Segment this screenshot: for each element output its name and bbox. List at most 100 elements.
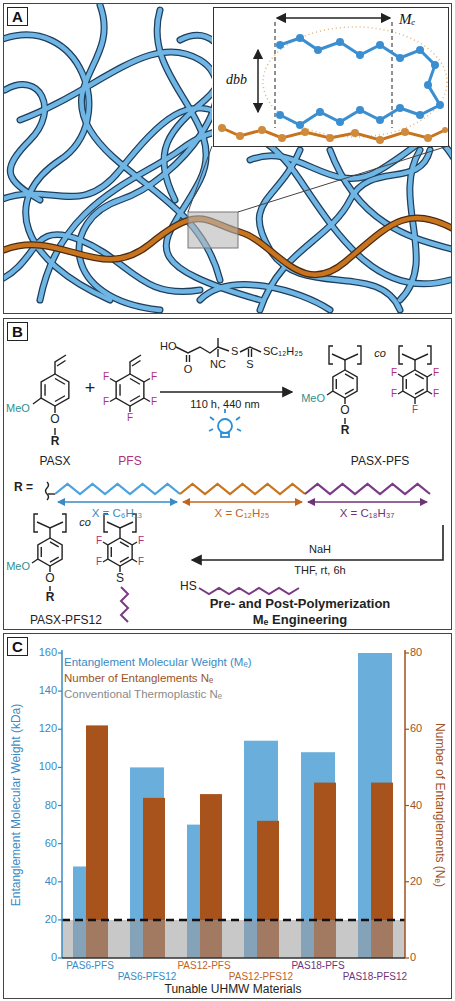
reaction-scheme-part <box>107 522 133 528</box>
substituent-label: R = <box>14 481 33 495</box>
chain-length-label: X = C₁₈H₃₇ <box>340 507 395 520</box>
reaction-scheme-part <box>240 347 261 352</box>
reaction-scheme-part <box>130 355 141 374</box>
entanglement-illustration-part <box>212 6 448 146</box>
reaction-scheme-part <box>176 347 229 353</box>
entanglement-illustration-part-part <box>431 61 439 69</box>
entanglement-illustration-part-part <box>314 46 322 54</box>
reaction-scheme-part <box>121 587 128 622</box>
entanglement-illustration <box>4 5 451 310</box>
reaction-scheme-part <box>48 493 55 494</box>
bar-chart-part <box>58 653 62 958</box>
entanglement-illustration-part <box>276 34 444 129</box>
bar-chart-part <box>62 957 405 959</box>
scheme-caption: Mₑ Engineering <box>253 613 347 628</box>
entanglement-illustration-part-part <box>276 111 284 119</box>
copolymer-label: co <box>374 347 386 360</box>
reaction-scheme-part <box>55 484 180 494</box>
panel-frame: AMₑdbb <box>3 3 452 314</box>
reaction-scheme-part <box>217 338 218 347</box>
tick-label: 80 <box>45 799 57 812</box>
reaction-condition: THF, rt, 6h <box>294 564 345 577</box>
reaction-scheme-part <box>398 374 403 377</box>
tick-label: 0 <box>410 951 416 964</box>
panel-letter: C <box>7 637 28 656</box>
atom-label: F <box>96 535 102 547</box>
bar-chart-part <box>62 919 405 922</box>
reaction-scheme-part <box>199 588 299 594</box>
atom-label: S <box>246 358 253 371</box>
atom-label: F <box>96 556 102 568</box>
category-label: PAS18-PFS12 <box>343 971 407 983</box>
atom-label: HO <box>160 340 177 353</box>
entanglement-illustration-part-part <box>278 134 286 142</box>
bar-chart-part-part <box>58 767 62 768</box>
dimension-label: Mₑ <box>399 11 415 28</box>
tick-label: 160 <box>39 646 57 659</box>
reaction-scheme-part <box>357 346 361 364</box>
entanglement-illustration-part <box>188 212 238 248</box>
reaction-scheme-part <box>46 482 49 500</box>
reaction-scheme-part <box>189 355 190 362</box>
reaction-scheme-part <box>144 379 150 383</box>
atom-label: NC <box>210 358 226 371</box>
legend-text: Number of Entanglements Nₑ <box>64 672 213 685</box>
atom-label: S <box>231 345 238 358</box>
reaction-scheme-part <box>427 346 431 364</box>
zoom-inset: Mₑdbb <box>213 7 449 147</box>
panel-frame: C <box>3 633 452 999</box>
entanglement-illustration-part-part <box>218 124 226 132</box>
reaction-scheme-part <box>160 391 292 393</box>
atom-label: R <box>341 424 350 438</box>
reaction-scheme-part <box>398 391 403 394</box>
compound-name: PASX <box>39 455 70 469</box>
scheme-caption: Pre- and Post-Polymerization <box>210 597 391 612</box>
entanglement-illustration-part <box>188 146 212 212</box>
entanglement-illustration-part-part <box>376 116 384 124</box>
reaction-scheme-part <box>402 354 428 360</box>
panel-frame: B <box>3 318 452 630</box>
reaction-condition: NaH <box>309 543 331 556</box>
reaction-scheme-part <box>41 374 69 406</box>
bar-chart-part-part <box>405 957 409 958</box>
tick-label: 20 <box>410 875 422 888</box>
reaction-scheme-part <box>62 514 66 532</box>
atom-label: F <box>391 367 397 379</box>
atom-label: O <box>45 572 54 586</box>
entanglement-illustration-part-part <box>258 126 266 134</box>
bar-chart-part-part <box>58 881 62 882</box>
atom-label: HS <box>180 580 197 594</box>
entanglement-illustration-part-part <box>396 54 404 62</box>
entanglement-illustration-part-part <box>236 132 244 140</box>
atom-label: F <box>433 367 439 379</box>
axis-title: Number of Entanglements (Nₑ) <box>432 723 446 887</box>
tick-label: 140 <box>39 684 57 697</box>
bar-chart-part-part <box>58 805 62 806</box>
tick-label: 40 <box>410 799 422 812</box>
reaction-scheme-part-part <box>210 417 214 420</box>
atom-label: F <box>391 388 397 400</box>
copolymer-label: co <box>79 516 91 529</box>
atom-label: O <box>340 404 349 418</box>
reaction-scheme-part <box>144 398 150 402</box>
reaction-scheme-part <box>49 528 50 538</box>
reaction-scheme-part <box>403 370 427 398</box>
legend-text: Entanglement Molecular Weight (Mₑ) <box>64 656 252 669</box>
bar-chart-part <box>62 920 405 958</box>
tick-label: 40 <box>45 875 57 888</box>
reaction-scheme-part <box>129 406 130 412</box>
reaction-scheme-part <box>32 559 38 563</box>
entanglement-illustration-part <box>218 124 448 144</box>
entanglement-illustration-part-part <box>326 134 334 142</box>
reaction-scheme-part <box>54 406 55 413</box>
reaction-scheme-part <box>248 349 249 357</box>
reaction-scheme-part <box>344 360 345 370</box>
tick-label: 80 <box>410 646 422 659</box>
entanglement-illustration-part <box>4 5 451 310</box>
axis-title: Entanglement Molecular Weight (kDa) <box>10 704 24 907</box>
category-label: PAS6-PFS <box>66 960 114 972</box>
reaction-scheme-part <box>332 354 358 360</box>
reaction-scheme-part <box>414 360 415 370</box>
category-label: PAS6-PFS12 <box>118 971 177 983</box>
